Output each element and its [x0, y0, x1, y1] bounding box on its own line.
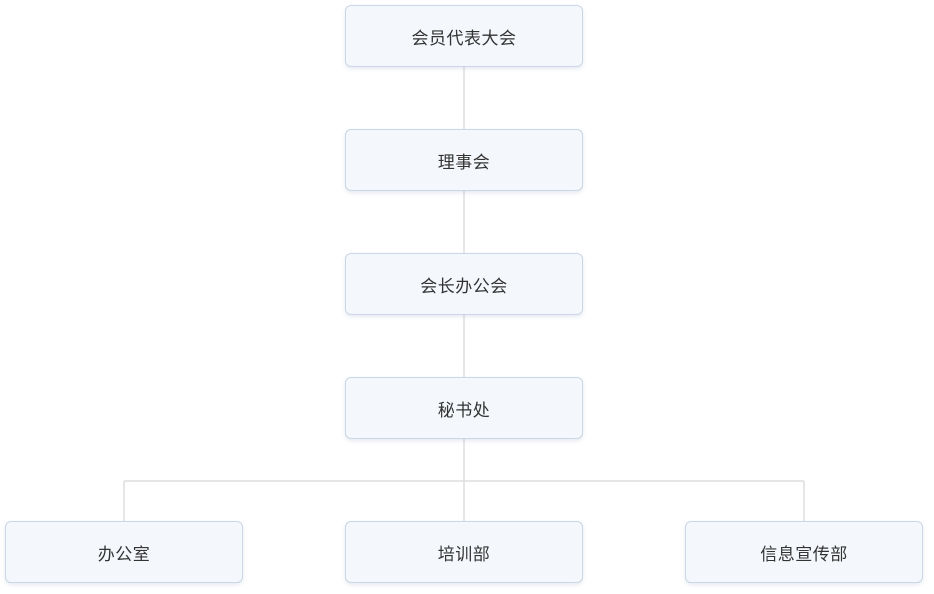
org-node-presidents-office-meeting[interactable]: 会长办公会	[345, 253, 583, 315]
org-node-office[interactable]: 办公室	[5, 521, 243, 583]
org-node-label: 理事会	[437, 152, 491, 173]
org-node-secretariat[interactable]: 秘书处	[345, 377, 583, 439]
org-node-label: 会员代表大会	[411, 28, 517, 49]
org-node-council[interactable]: 理事会	[345, 129, 583, 191]
org-node-members-congress[interactable]: 会员代表大会	[345, 5, 583, 67]
org-node-label: 办公室	[97, 544, 151, 565]
org-node-label: 信息宣传部	[760, 544, 848, 565]
org-node-training-department[interactable]: 培训部	[345, 521, 583, 583]
org-node-label: 培训部	[437, 544, 491, 565]
org-node-label: 会长办公会	[420, 276, 508, 297]
org-node-information-publicity-department[interactable]: 信息宣传部	[685, 521, 923, 583]
org-node-label: 秘书处	[437, 400, 491, 421]
